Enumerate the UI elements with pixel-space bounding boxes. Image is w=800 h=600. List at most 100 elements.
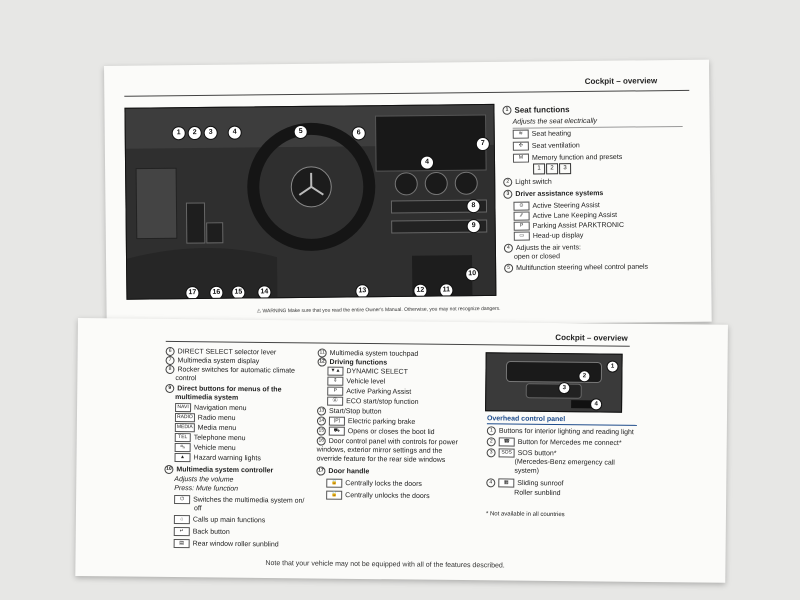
legend-seat-heating: ≋Seat heating (512, 129, 571, 139)
legend-steering-assist: ⊙Active Steering Assist (513, 201, 600, 211)
callout-1: 1 (171, 126, 186, 141)
lane-keeping-icon: ⁄⁄ (513, 211, 530, 221)
overhead-callout-1: 1 (606, 360, 619, 373)
overhead-item-3-cont-2: system) (514, 467, 539, 475)
parking-assist-icon: P (513, 221, 530, 231)
callout-17: 17 (185, 286, 200, 300)
seat-heating-icon: ≋ (512, 129, 529, 139)
callout-10: 10 (465, 267, 480, 282)
legend-vent-open-closed: open or closed (513, 253, 560, 261)
callout-12: 12 (413, 283, 428, 298)
home-icon: ⌂ (173, 515, 190, 525)
callout-15: 15 (231, 285, 246, 300)
back-button: ↵Back button (173, 527, 230, 537)
legend-seat-ventilation: ✣Seat ventilation (512, 141, 580, 151)
header-rule (124, 89, 690, 97)
availability-note: * Not available in all countries (485, 511, 565, 519)
callout-5: 5 (293, 124, 308, 140)
mercedes-me-phone-icon: ☎ (498, 437, 515, 447)
sunblind-icon: ▤ (173, 539, 190, 549)
hazard-icon: ▲ (174, 453, 191, 463)
callout-14: 14 (257, 285, 272, 300)
item-14: 14(P)Electric parking brake (316, 416, 416, 426)
overhead-panel-illustration (486, 353, 622, 412)
eco-icon: Ⓐ (327, 396, 344, 406)
warning-note: ⚠ WARNING Make sure that you read the en… (256, 305, 501, 315)
legend-head-up: ▭Head-up display (513, 231, 584, 241)
parking-icon: P (327, 386, 344, 396)
item-9-cont: multimedia system (175, 394, 239, 402)
steering-assist-icon: ⊙ (513, 201, 530, 211)
vehicle-level: ⇕Vehicle level (327, 376, 385, 387)
unlock-doors: 🔓Centrally unlocks the doors (326, 490, 430, 501)
lock-doors: 🔒Centrally locks the doors (326, 478, 422, 489)
overhead-panel-photo: 1 2 3 4 (485, 352, 623, 413)
power-onoff-cont: off (193, 505, 202, 513)
vehicle-menu: ⛍Vehicle menu (174, 443, 236, 453)
unlock-icon: 🔓 (326, 490, 343, 500)
sunroof-icon: ▦ (498, 478, 515, 488)
callout-3: 3 (203, 125, 218, 140)
main-functions: ⌂Calls up main functions (173, 515, 265, 525)
legend-seat-adjust: Adjusts the seat electrically (512, 117, 598, 126)
page-header: Cockpit – overview (584, 76, 658, 86)
callout-4: 4 (227, 125, 242, 140)
tel-icon: TEL (174, 433, 191, 443)
overhead-item-2: 2☎Button for Mercedes me connect* (486, 437, 622, 448)
overhead-callout-3: 3 (558, 382, 571, 395)
callout-2: 2 (187, 125, 202, 141)
item-8-cont: control (175, 375, 197, 383)
cockpit-illustration (125, 104, 496, 299)
callout-6: 6 (351, 126, 366, 141)
callout-7: 7 (475, 136, 490, 152)
memory-m-icon: M (512, 153, 530, 163)
seat-ventilation-icon: ✣ (512, 141, 529, 151)
dynamic-select-icon: ▼▲ (327, 366, 344, 376)
upper-manual-page: Cockpit – overview 1 2 3 4 5 6 7 4 (104, 59, 712, 328)
item-16-cont-2: override feature for the rear side windo… (316, 455, 446, 464)
parking-brake-icon: (P) (328, 416, 345, 426)
overhead-item-4-cont: Roller sunblind (514, 489, 561, 498)
overhead-callout-2: 2 (578, 370, 591, 383)
hazard-lights: ▲Hazard warning lights (174, 453, 261, 463)
head-up-display-icon: ▭ (513, 231, 530, 241)
callout-9: 9 (466, 219, 481, 234)
media-icon: MEDIA (174, 423, 195, 433)
legend-lane-keeping: ⁄⁄Active Lane Keeping Assist (513, 211, 618, 221)
power-icon: ⏻ (174, 495, 191, 505)
car-icon: ⛍ (174, 443, 191, 453)
overhead-item-4: 4▦Sliding sunroof (486, 478, 564, 488)
callout-13: 13 (355, 284, 370, 299)
cockpit-photo: 1 2 3 4 5 6 7 4 8 9 10 11 12 13 14 15 16… (124, 103, 497, 300)
callout-16: 16 (209, 285, 224, 300)
item-15: 15⛟Opens or closes the boot lid (316, 426, 435, 437)
overhead-callout-4: 4 (590, 398, 603, 411)
boot-lid-icon: ⛟ (328, 426, 345, 436)
callout-4b: 4 (419, 155, 435, 170)
page-footer-note: Note that your vehicle may not be equipp… (265, 559, 505, 570)
navi-icon: NAVI (175, 403, 192, 413)
mute-function: Press: Mute function (174, 485, 239, 493)
vehicle-level-icon: ⇕ (327, 376, 344, 386)
callout-8: 8 (466, 199, 481, 214)
